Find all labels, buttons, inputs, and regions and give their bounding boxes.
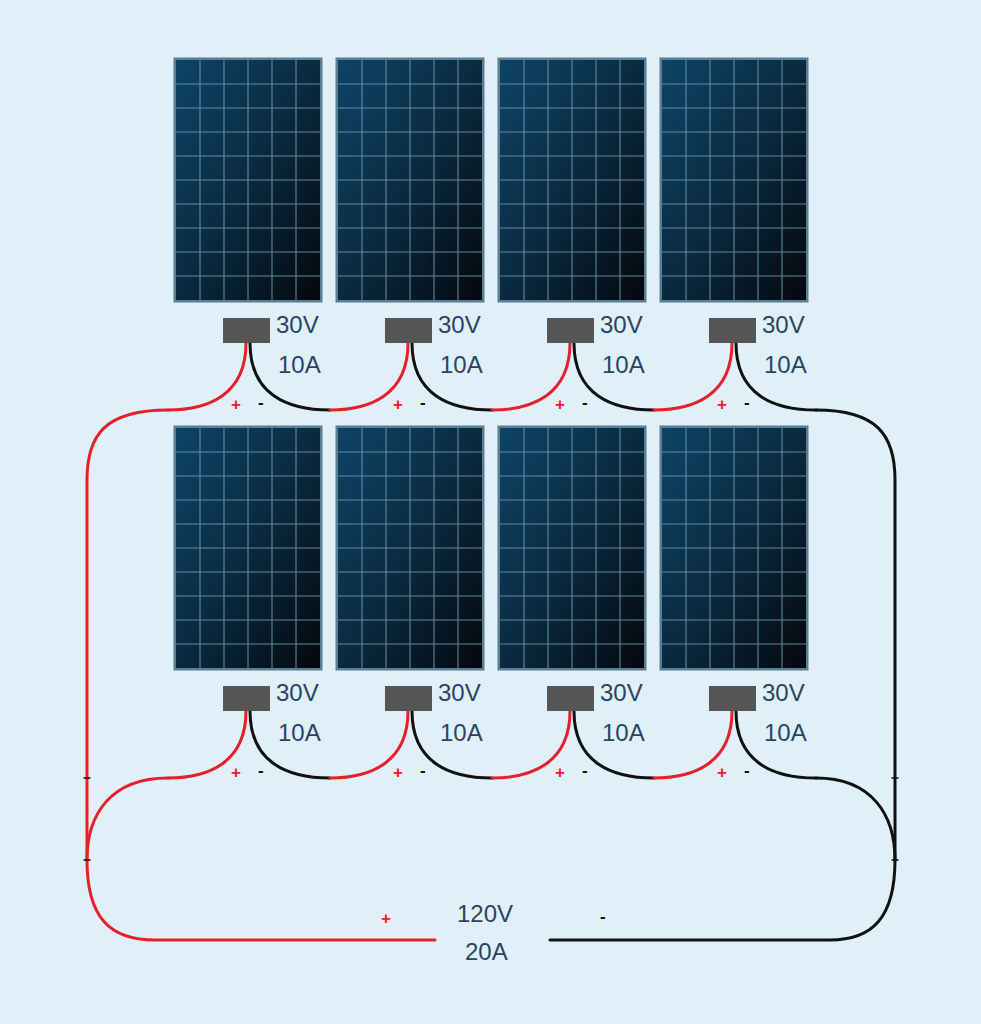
junction-boxes (223, 318, 756, 711)
polarity-sign: - (419, 394, 427, 411)
wiring (84, 343, 898, 940)
polarity-sign: - (743, 394, 751, 411)
polarity-sign: + (716, 764, 728, 781)
rating-label: 30V (761, 313, 806, 337)
polarity-sign: + (230, 764, 242, 781)
rating-label: 10A (601, 721, 646, 745)
polarity-sign: - (581, 762, 589, 779)
polarity-sign: - (257, 394, 265, 411)
rating-label: 20A (464, 940, 509, 964)
rating-label: 10A (763, 353, 808, 377)
rating-label: 10A (601, 353, 646, 377)
polarity-sign: - (581, 394, 589, 411)
polarity-sign: - (599, 908, 607, 925)
rating-label: 10A (439, 721, 484, 745)
rating-label: 30V (437, 681, 482, 705)
polarity-sign: + (392, 396, 404, 413)
rating-label: 10A (277, 353, 322, 377)
rating-label: 10A (763, 721, 808, 745)
rating-label: 10A (439, 353, 484, 377)
rating-label: 30V (599, 313, 644, 337)
rating-label: 30V (437, 313, 482, 337)
polarity-sign: - (257, 762, 265, 779)
polarity-sign: - (743, 762, 751, 779)
rating-label: 30V (761, 681, 806, 705)
polarity-sign: - (419, 762, 427, 779)
rating-label: 10A (277, 721, 322, 745)
solar-panels (174, 58, 809, 671)
rating-label: 30V (275, 681, 320, 705)
polarity-sign: + (716, 396, 728, 413)
polarity-sign: + (392, 764, 404, 781)
polarity-sign: + (554, 764, 566, 781)
rating-label: 30V (275, 313, 320, 337)
polarity-sign: + (230, 396, 242, 413)
rating-label: 120V (456, 902, 514, 926)
polarity-sign: + (380, 910, 392, 927)
rating-label: 30V (599, 681, 644, 705)
polarity-sign: + (554, 396, 566, 413)
